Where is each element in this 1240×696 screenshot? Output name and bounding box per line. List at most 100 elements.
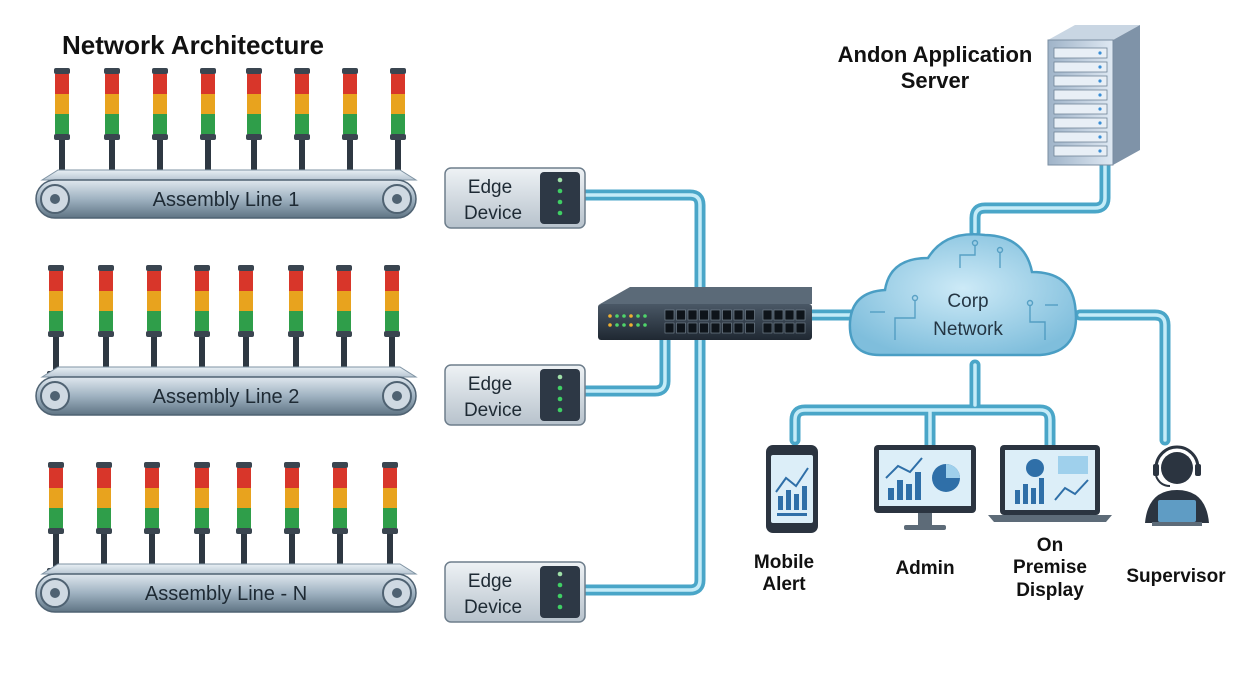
on-premise-display-label: On Premise Display xyxy=(1013,535,1087,601)
assembly-lines: Assembly Line 1 Assembly Line 2 Assembly L… xyxy=(35,68,418,613)
switch-led xyxy=(615,314,619,318)
switch-port xyxy=(733,309,744,321)
switch-port xyxy=(710,322,721,334)
andon-light-icon xyxy=(193,265,211,377)
switch-port xyxy=(762,322,773,334)
switch-port xyxy=(733,322,744,334)
edge-device-label-line1: Edge xyxy=(468,177,512,198)
switch-led xyxy=(643,323,647,327)
switch-port xyxy=(722,309,732,321)
phone-icon xyxy=(766,445,818,533)
server-led xyxy=(1098,107,1102,111)
andon-light-icon xyxy=(245,68,263,180)
edge-device-label-line1: Edge xyxy=(468,374,512,395)
andon-light-icon xyxy=(331,462,349,574)
switch-port xyxy=(762,309,773,321)
server-led xyxy=(1098,149,1102,153)
network-switch-icon xyxy=(598,287,812,340)
laptop-icon xyxy=(988,445,1112,522)
andon-light-icon xyxy=(287,265,305,377)
switch-port xyxy=(722,322,732,334)
andon-light-icon xyxy=(235,462,253,574)
switch-port xyxy=(784,309,795,321)
cloud-label-line2: Network xyxy=(933,319,1003,340)
switch-led xyxy=(636,323,640,327)
server-led xyxy=(1098,51,1102,55)
andon-light-icon xyxy=(47,462,65,574)
switch-port xyxy=(664,322,675,334)
admin-label: Admin xyxy=(895,558,955,579)
andon-light-icon xyxy=(151,68,169,180)
andon-light-icon xyxy=(383,265,401,377)
mobile-alert-label: Mobile Alert xyxy=(753,552,815,596)
andon-light-icon xyxy=(335,265,353,377)
switch-led xyxy=(622,323,626,327)
server-icon xyxy=(1047,25,1140,166)
server-slot xyxy=(1053,103,1108,115)
network-cables xyxy=(578,159,1171,596)
switch-port xyxy=(699,309,709,321)
page-title: Network Architecture xyxy=(62,30,324,60)
switch-port xyxy=(795,322,806,334)
andon-light-icon xyxy=(389,68,407,180)
andon-light-icon xyxy=(53,68,71,180)
cloud-label-line1: Corp xyxy=(947,291,988,312)
switch-led xyxy=(622,314,626,318)
switch-led xyxy=(629,314,633,318)
switch-led xyxy=(629,323,633,327)
assembly-line-1: Assembly Line 1 xyxy=(35,68,418,219)
server-slot xyxy=(1053,47,1108,59)
server-slot xyxy=(1053,145,1108,157)
andon-light-icon xyxy=(97,265,115,377)
andon-light-icon xyxy=(341,68,359,180)
monitor-icon xyxy=(874,445,976,530)
edge-device-label-line2: Device xyxy=(464,597,522,618)
headset-user-icon xyxy=(1145,445,1209,526)
switch-port xyxy=(784,322,795,334)
conveyor-icon: Assembly Line 2 xyxy=(35,366,418,416)
assembly-line-3: Assembly Line - N xyxy=(35,462,418,613)
switch-port xyxy=(773,322,784,334)
switch-port xyxy=(687,309,698,321)
switch-led xyxy=(643,314,647,318)
switch-led xyxy=(636,314,640,318)
switch-port xyxy=(745,322,755,334)
andon-light-icon xyxy=(145,265,163,377)
andon-light-icon xyxy=(103,68,121,180)
edge-device-label-line1: Edge xyxy=(468,571,512,592)
server-slot xyxy=(1053,117,1108,129)
assembly-line-label: Assembly Line 1 xyxy=(153,189,300,211)
server-slot xyxy=(1053,75,1108,87)
server-led xyxy=(1098,135,1102,139)
assembly-line-label: Assembly Line 2 xyxy=(153,386,300,408)
switch-led xyxy=(608,323,612,327)
conveyor-icon: Assembly Line 1 xyxy=(35,169,418,219)
assembly-line-2: Assembly Line 2 xyxy=(35,265,418,416)
andon-light-icon xyxy=(293,68,311,180)
server-led xyxy=(1098,65,1102,69)
switch-port xyxy=(676,322,686,334)
andon-light-icon xyxy=(199,68,217,180)
andon-light-icon xyxy=(47,265,65,377)
switch-port xyxy=(699,322,709,334)
server-led xyxy=(1098,93,1102,97)
edge-device-label-line2: Device xyxy=(464,203,522,224)
switch-port xyxy=(687,322,698,334)
supervisor-label: Supervisor xyxy=(1126,566,1226,587)
andon-light-icon xyxy=(143,462,161,574)
server-led xyxy=(1098,121,1102,125)
assembly-line-label: Assembly Line - N xyxy=(145,583,307,605)
switch-port xyxy=(676,309,686,321)
switch-port xyxy=(745,309,755,321)
edge-device-label-line2: Device xyxy=(464,400,522,421)
switch-led xyxy=(615,323,619,327)
server-slot xyxy=(1053,89,1108,101)
server-led xyxy=(1098,79,1102,83)
switch-port xyxy=(773,309,784,321)
server-slot xyxy=(1053,131,1108,143)
